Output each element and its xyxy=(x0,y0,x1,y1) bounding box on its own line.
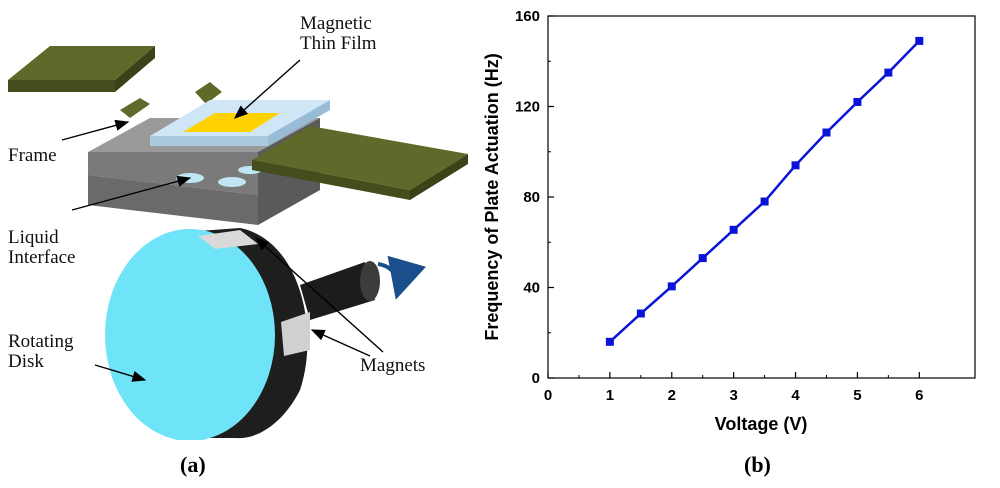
label-magnetic-thin-film: Magnetic Thin Film xyxy=(300,13,377,54)
magnetic-thin-film xyxy=(183,113,280,132)
disk-face xyxy=(105,229,275,440)
x-tick-label: 2 xyxy=(668,387,676,404)
series-line xyxy=(609,40,921,343)
data-point xyxy=(667,282,676,291)
x-tick-label: 4 xyxy=(791,387,800,404)
data-point xyxy=(791,161,800,170)
leader-disk xyxy=(94,364,147,382)
y-tick-label: 80 xyxy=(523,189,540,206)
data-point xyxy=(884,68,893,77)
data-point xyxy=(853,97,862,106)
panel-b-tag: (b) xyxy=(744,452,771,477)
y-tick-label: 120 xyxy=(515,99,540,116)
rotation-arrow xyxy=(377,255,426,300)
y-tick-label: 40 xyxy=(523,280,540,297)
x-tick-label: 1 xyxy=(606,387,614,404)
data-point xyxy=(636,309,645,318)
data-point xyxy=(605,337,614,346)
data-point xyxy=(698,254,707,263)
x-tick-label: 6 xyxy=(915,387,923,404)
leader-frame xyxy=(61,119,130,141)
y-axis-label: Frequency of Plate Actuation (Hz) xyxy=(482,53,502,340)
data-point xyxy=(760,197,769,206)
leader-magnet-top xyxy=(254,237,384,353)
x-tick-label: 0 xyxy=(544,387,552,404)
magnet-top xyxy=(198,230,258,249)
magnet-side xyxy=(281,312,310,356)
label-liquid-interface: Liquid Interface xyxy=(8,227,76,268)
data-point xyxy=(822,128,831,137)
shaft xyxy=(300,261,380,320)
data-point xyxy=(915,36,924,45)
y-tick-label: 0 xyxy=(532,370,540,387)
label-rotating-disk: Rotating Disk xyxy=(8,331,74,372)
leader-film xyxy=(233,59,301,119)
y-tick-label: 160 xyxy=(515,8,540,25)
panel-a-tag: (a) xyxy=(180,452,206,477)
x-tick-label: 3 xyxy=(729,387,737,404)
leader-magnet-side xyxy=(310,329,371,357)
frame-left-wing xyxy=(8,46,222,118)
leader-liquid xyxy=(71,175,192,211)
device-schematic xyxy=(8,46,468,440)
x-axis-label: Voltage (V) xyxy=(715,414,808,434)
x-tick-label: 5 xyxy=(853,387,861,404)
label-frame: Frame xyxy=(8,145,57,166)
data-point xyxy=(729,225,738,234)
frame-right-wing xyxy=(252,126,468,200)
plot-frame xyxy=(547,15,976,379)
label-magnets: Magnets xyxy=(360,355,426,376)
frequency-voltage-chart: 0 1 2 3 4 5 6 0 40 80 120 160 Voltage (V) Frequency… xyxy=(482,8,976,434)
